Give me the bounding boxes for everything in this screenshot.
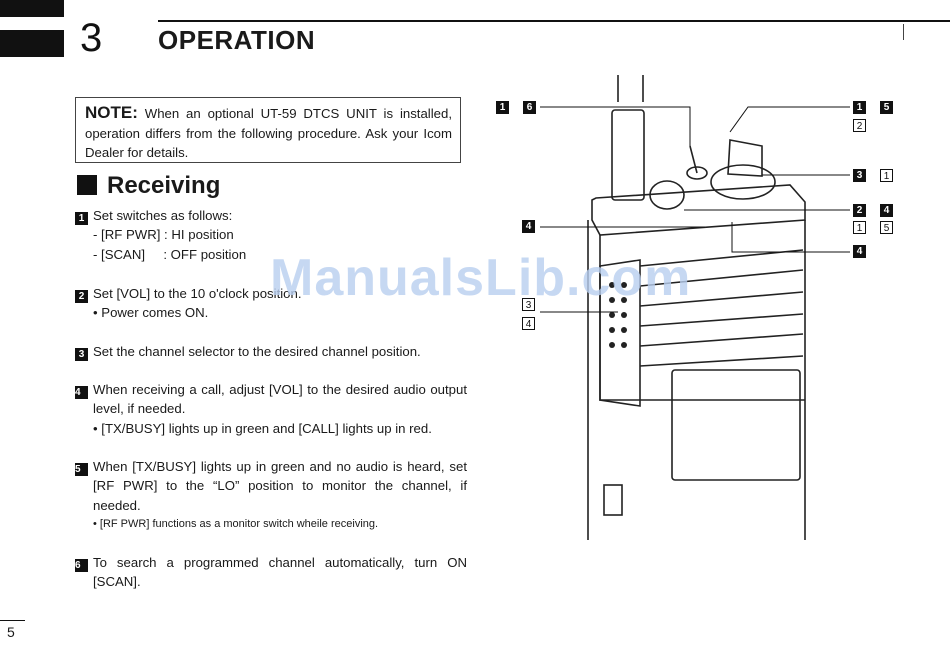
- callout-box: 4: [880, 204, 893, 217]
- keypad-dots: [609, 282, 627, 348]
- callout-box: 5: [880, 101, 893, 114]
- step-sub: - [RF PWR] : HI position: [93, 227, 234, 243]
- callout-box: 4: [853, 245, 866, 258]
- vol-knob: [649, 180, 685, 210]
- radio-top-plate: [591, 184, 806, 236]
- radio-body-sides: [587, 220, 806, 540]
- note-text: When an optional UT-59 DTCS UNIT is inst…: [85, 106, 452, 160]
- grille-slats: [639, 249, 804, 367]
- radio-illustration: [540, 75, 850, 540]
- step-3: 3 Set the channel selector to the desired…: [75, 342, 467, 361]
- step-number: 6: [75, 559, 88, 572]
- step-number: 5: [75, 463, 88, 476]
- callout-box: 4: [522, 220, 535, 233]
- callout-box: 3: [522, 298, 535, 311]
- display-window: [671, 369, 801, 481]
- callout-box: 1: [853, 221, 866, 234]
- chapter-title: OPERATION: [158, 25, 316, 55]
- callout-box: 1: [853, 101, 866, 114]
- header-rule: [158, 20, 950, 22]
- channel-selector-base: [710, 164, 776, 200]
- callout-box: 1: [496, 101, 509, 114]
- header-tick: [903, 24, 904, 40]
- section-bullet-icon: [77, 175, 97, 195]
- note-label: NOTE:: [85, 103, 138, 122]
- step-sub: - [SCAN] : OFF position: [93, 246, 247, 262]
- step-text: Set the channel selector to the desired …: [93, 344, 421, 359]
- leader-lines: [540, 106, 850, 313]
- channel-selector-knob: [727, 139, 763, 177]
- step-text: When receiving a call, adjust [VOL] to t…: [93, 382, 467, 417]
- step-text: Set [VOL] to the 10 o'clock position.: [93, 286, 302, 301]
- section-title-text: Receiving: [107, 172, 221, 199]
- rf-pwr-base: [686, 166, 708, 180]
- antenna-coil: [611, 109, 645, 201]
- chapter-number: 3: [80, 16, 103, 60]
- step-text: Set switches as follows:: [93, 208, 233, 223]
- keypad-panel: [599, 259, 641, 407]
- callout-box: 4: [522, 317, 535, 330]
- step-2: 2 Set [VOL] to the 10 o'clock position. •…: [75, 284, 467, 323]
- step-text: When [TX/BUSY] lights up in green and no…: [93, 459, 467, 513]
- section-title: Receiving: [77, 170, 220, 202]
- step-number: 3: [75, 348, 88, 361]
- step-1: 1 Set switches as follows: - [RF PWR] : H…: [75, 206, 467, 264]
- note-box: NOTE: When an optional UT-59 DTCS UNIT i…: [75, 97, 461, 163]
- callout-box: 5: [880, 221, 893, 234]
- step-number: 1: [75, 212, 88, 225]
- step-number: 2: [75, 290, 88, 303]
- step-6: 6 To search a programmed channel automati…: [75, 553, 467, 592]
- rf-pwr-lever: [689, 145, 698, 174]
- chapter-tab-bottom: [0, 30, 64, 57]
- step-number: 4: [75, 386, 88, 399]
- watermark: ManualsLib.com: [270, 249, 692, 307]
- callout-box: 6: [523, 101, 536, 114]
- chapter-tab-top: [0, 0, 64, 17]
- page-number-rule: [0, 620, 25, 621]
- callout-box: 2: [853, 119, 866, 132]
- step-sub: • Power comes ON.: [93, 305, 209, 321]
- page-number: 5: [7, 624, 15, 640]
- callout-box: 2: [853, 204, 866, 217]
- step-sub: • [TX/BUSY] lights up in green and [CALL…: [93, 420, 432, 436]
- callout-box: 1: [880, 169, 893, 182]
- step-sub: • [RF PWR] functions as a monitor switch…: [93, 517, 379, 530]
- callout-box: 3: [853, 169, 866, 182]
- step-text: To search a programmed channel automatic…: [93, 555, 467, 590]
- step-4: 4 When receiving a call, adjust [VOL] to …: [75, 380, 467, 438]
- step-5: 5 When [TX/BUSY] lights up in green and n…: [75, 457, 467, 534]
- belt-clip: [603, 484, 623, 516]
